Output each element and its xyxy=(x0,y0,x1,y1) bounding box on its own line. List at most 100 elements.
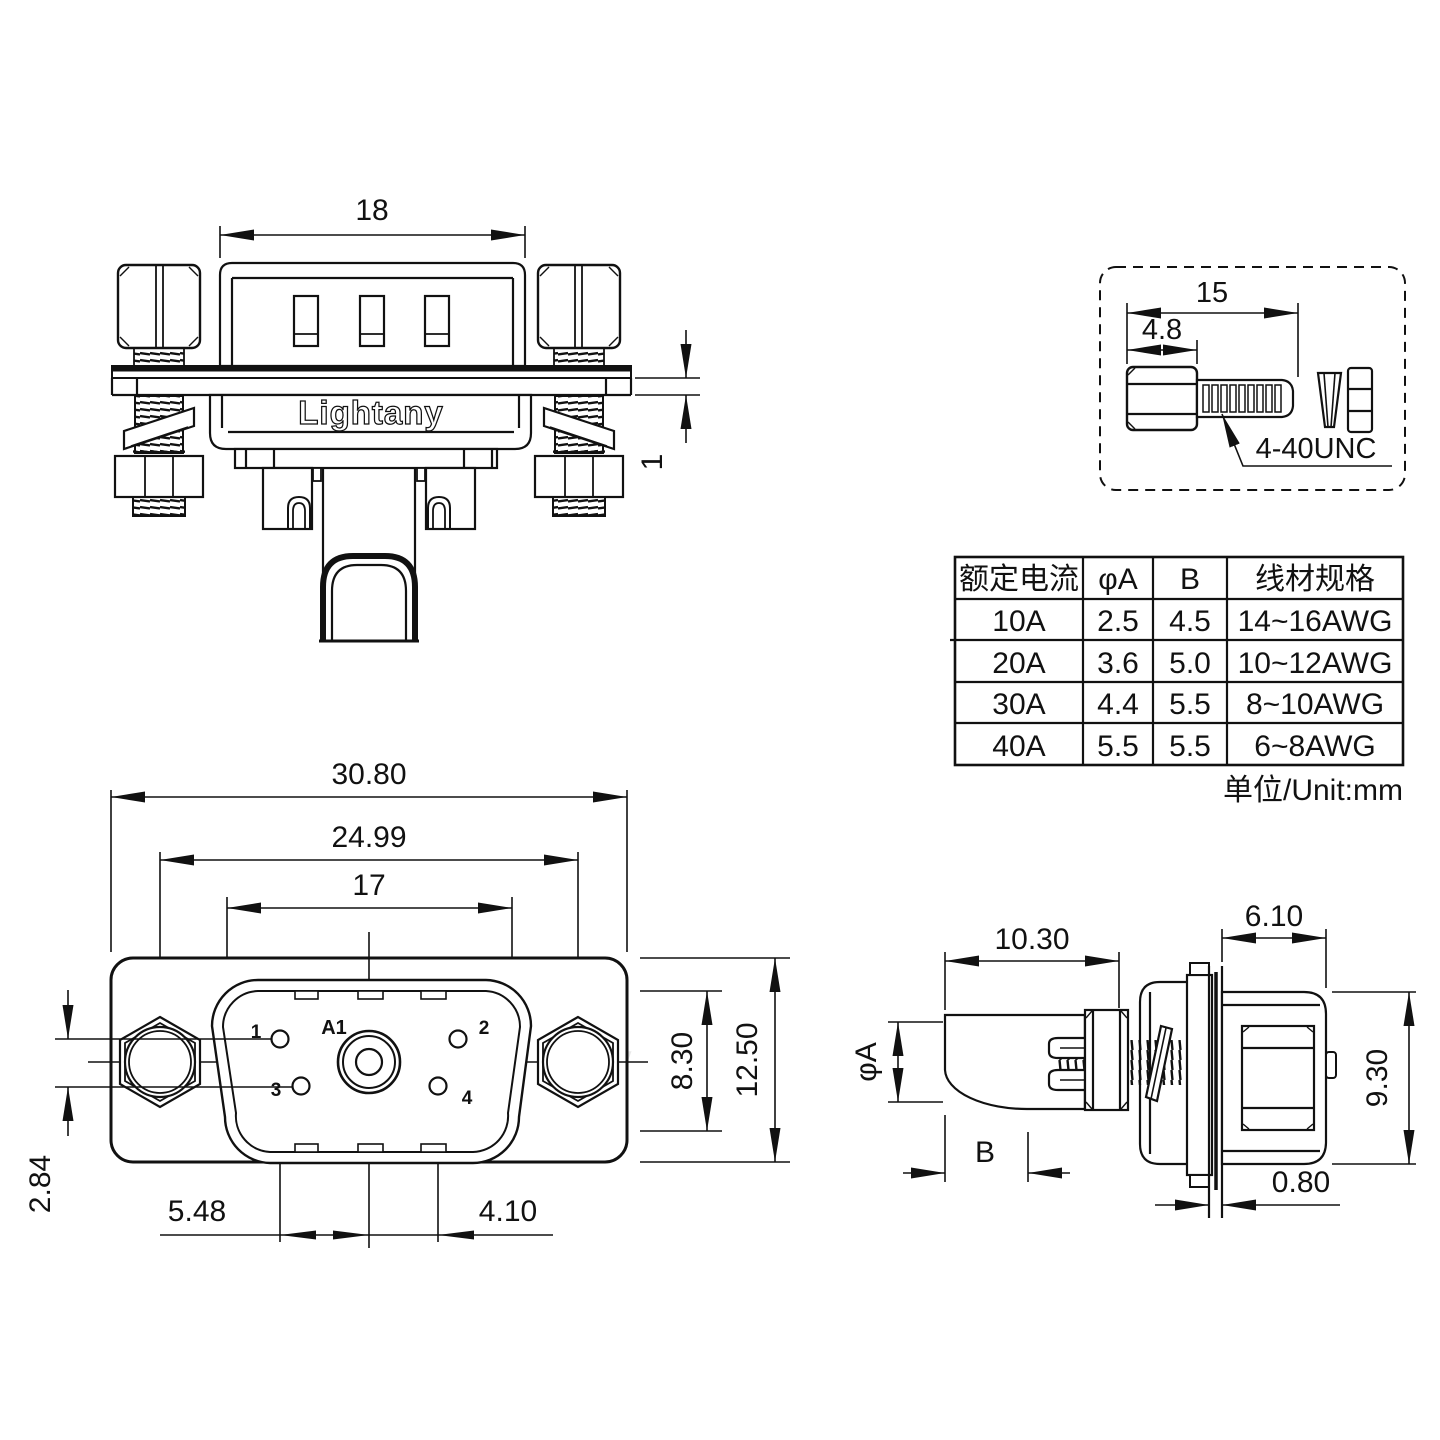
dim-label-1: 1 xyxy=(636,454,669,471)
front-view: Lightany 30.80 24.99 17 xyxy=(24,758,790,1248)
screw-detail: 15 4.8 xyxy=(1099,266,1406,491)
cell-dia-40a: 5.5 xyxy=(1097,730,1139,763)
dim-dia-a: φA xyxy=(850,1021,943,1103)
table-row: 40A 5.5 5.5 6~8AWG xyxy=(992,730,1375,763)
pin-3-label: 3 xyxy=(271,1080,282,1101)
cable-clamp-bar xyxy=(233,447,499,470)
dim-label-10-30: 10.30 xyxy=(994,923,1069,956)
pin-4-label: 4 xyxy=(462,1088,473,1109)
hood-slot-3 xyxy=(423,294,451,348)
dim-mount-spacing: 24.99 xyxy=(159,821,579,1062)
hex-nut-side-view xyxy=(1083,1008,1130,1112)
dim-label-24-99: 24.99 xyxy=(331,821,406,854)
strain-relief-boot xyxy=(319,468,419,643)
detail-frame xyxy=(1099,266,1406,491)
hood-slot-2 xyxy=(358,294,386,348)
dim-label-8-30: 8.30 xyxy=(666,1032,699,1090)
dim-label-b: B xyxy=(975,1136,995,1169)
table-header-current: 额定电流 xyxy=(959,563,1079,596)
cell-current-30a: 30A xyxy=(992,688,1045,721)
dim-front-length: 6.10 xyxy=(1221,900,1327,988)
dim-label-18: 18 xyxy=(355,194,388,227)
dim-row-offset: 2.84 xyxy=(24,990,293,1213)
table-row: 30A 4.4 5.5 8~10AWG xyxy=(992,688,1384,721)
table-row: 20A 3.6 5.0 10~12AWG xyxy=(992,647,1392,680)
crimp-fork xyxy=(1047,1036,1087,1092)
cell-b-20a: 5.0 xyxy=(1169,647,1211,680)
dim-shell-height: 8.30 xyxy=(640,990,722,1132)
dim-label-30-80: 30.80 xyxy=(331,758,406,791)
contacts: 1 2 3 4 A1 xyxy=(251,1017,490,1109)
unit-note: 单位/Unit:mm xyxy=(1223,774,1403,807)
dim-head-length: 4.8 xyxy=(1127,314,1198,364)
jackscrew-tip xyxy=(1325,1051,1337,1079)
cell-current-10a: 10A xyxy=(992,605,1045,638)
top-view: 18 xyxy=(110,194,700,643)
jackscrew-right xyxy=(533,394,625,518)
pin-4 xyxy=(428,1076,448,1096)
cell-wire-30a: 8~10AWG xyxy=(1246,688,1384,721)
pin-1 xyxy=(270,1029,290,1049)
dim-height: 9.30 xyxy=(1332,991,1416,1165)
dim-label-12-50: 12.50 xyxy=(731,1022,764,1097)
contact-a1-label: A1 xyxy=(321,1017,347,1039)
table-header-b: B xyxy=(1180,563,1200,596)
bracket-leg-right xyxy=(415,466,477,531)
pin-1-label: 1 xyxy=(251,1022,262,1043)
dim-label-17: 17 xyxy=(352,869,385,902)
cell-dia-20a: 3.6 xyxy=(1097,647,1139,680)
cell-wire-10a: 14~16AWG xyxy=(1238,605,1393,638)
dim-label-dia-a: φA xyxy=(850,1042,883,1081)
dim-label-0-80: 0.80 xyxy=(1272,1166,1330,1199)
cell-wire-20a: 10~12AWG xyxy=(1238,647,1393,680)
lock-washer-side xyxy=(1144,1024,1174,1103)
connector-hood xyxy=(218,261,527,368)
cell-dia-30a: 4.4 xyxy=(1097,688,1139,721)
dim-label-4-8: 4.8 xyxy=(1142,314,1182,346)
lock-washer xyxy=(1316,371,1343,429)
thread-callout: 4-40UNC xyxy=(1221,413,1392,467)
flange-side xyxy=(1185,962,1214,1188)
jackscrew-left xyxy=(113,394,205,518)
thumbscrew-right xyxy=(536,263,622,368)
table-header-dia-a: φA xyxy=(1098,563,1137,596)
dim-flange-height: 12.50 xyxy=(640,957,790,1163)
table-header-wire: 线材规格 xyxy=(1255,563,1375,596)
brand-logo: Lightany xyxy=(298,394,444,431)
dim-overall-width: 30.80 xyxy=(110,758,628,952)
cell-current-20a: 20A xyxy=(992,647,1045,680)
front-shell-side xyxy=(1220,990,1337,1166)
dim-pin-positions: 5.48 4.10 xyxy=(160,1195,553,1240)
dim-rear-length: 10.30 xyxy=(944,923,1120,1010)
dim-label-4-10: 4.10 xyxy=(479,1195,537,1228)
side-view: 10.30 6.10 xyxy=(850,900,1416,1218)
cell-current-40a: 40A xyxy=(992,730,1045,763)
jackscrew-body xyxy=(1125,365,1295,432)
jackscrew-head-side xyxy=(1240,1024,1316,1132)
cell-dia-10a: 2.5 xyxy=(1097,605,1139,638)
dim-label-6-10: 6.10 xyxy=(1245,900,1303,933)
pin-2 xyxy=(448,1029,468,1049)
thumbscrew-left xyxy=(116,263,202,368)
cell-b-30a: 5.5 xyxy=(1169,688,1211,721)
mounting-plate xyxy=(110,365,633,397)
dim-panel-gap: 0.80 xyxy=(1155,1166,1340,1211)
boot-cap xyxy=(320,553,418,640)
pin-3 xyxy=(291,1076,311,1096)
hood-slot-1 xyxy=(292,294,320,348)
dim-label-2-84: 2.84 xyxy=(24,1155,57,1213)
hex-nut-side xyxy=(1346,366,1374,434)
pin-2-label: 2 xyxy=(479,1018,490,1039)
table-row: 10A 2.5 4.5 14~16AWG xyxy=(992,605,1392,638)
dim-label-9-30: 9.30 xyxy=(1361,1049,1394,1107)
dim-label-15: 15 xyxy=(1196,277,1228,309)
dim-shell-width: 17 xyxy=(226,869,513,976)
cell-wire-40a: 6~8AWG xyxy=(1254,730,1375,763)
thread-spec-label: 4-40UNC xyxy=(1256,433,1377,465)
cell-b-40a: 5.5 xyxy=(1169,730,1211,763)
rear-shell: Lightany xyxy=(208,393,533,463)
dim-hood-width: 18 xyxy=(219,194,526,258)
dim-panel-thickness: 1 xyxy=(635,330,700,470)
